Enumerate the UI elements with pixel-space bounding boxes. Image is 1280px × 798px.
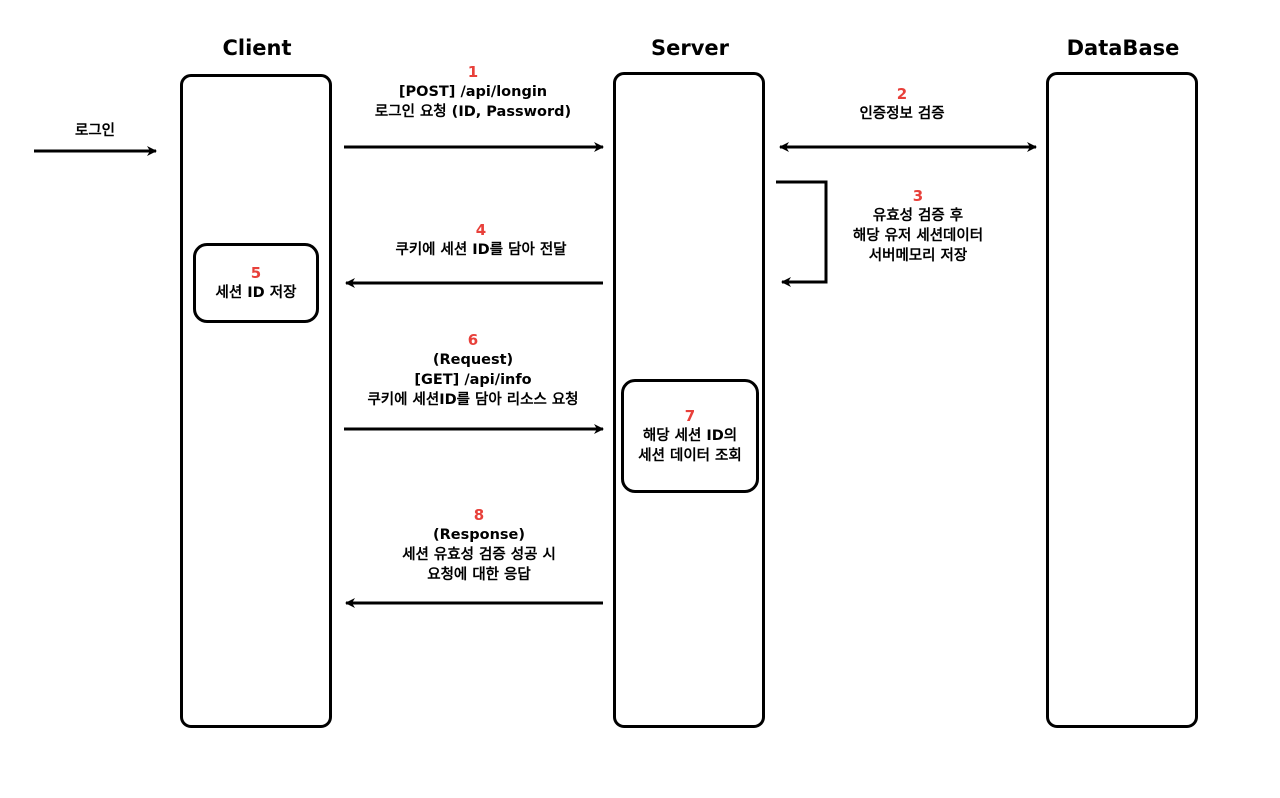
step-8-line-2: 세션 유효성 검증 성공 시 — [402, 547, 556, 563]
step-3-line-2: 해당 유저 세션데이터 — [852, 228, 984, 244]
client-lane — [180, 74, 332, 728]
arrow-step-3 — [776, 180, 828, 287]
step-6-label: 6 (Request) [GET] /api/info 쿠키에 세션ID를 담아… — [313, 330, 633, 410]
step-6-number: 6 — [467, 331, 479, 349]
step-3-label: 3 유효성 검증 후 해당 유저 세션데이터 서버메모리 저장 — [758, 186, 1078, 266]
step-6-line-1: (Request) — [432, 352, 514, 368]
step-8-label: 8 (Response) 세션 유효성 검증 성공 시 요청에 대한 응답 — [319, 505, 639, 585]
step-7-line-1: 해당 세션 ID의 — [642, 428, 738, 444]
step-5-number: 5 — [250, 264, 262, 282]
step-1-line-1: [POST] /api/longin — [398, 84, 548, 100]
step-8-number: 8 — [473, 506, 485, 524]
step-3-line-3: 서버메모리 저장 — [868, 248, 968, 264]
step-4-number: 4 — [475, 221, 487, 239]
step-7-line-2: 세션 데이터 조회 — [638, 448, 742, 464]
step-3-line-1: 유효성 검증 후 — [872, 208, 964, 224]
step-7-note: 7 해당 세션 ID의 세션 데이터 조회 — [621, 379, 759, 493]
step-7-number: 7 — [684, 407, 696, 425]
step-4-label: 4 쿠키에 세션 ID를 담아 전달 — [321, 220, 641, 260]
step-1-line-2: 로그인 요청 (ID, Password) — [374, 104, 572, 120]
step-5-note: 5 세션 ID 저장 — [193, 243, 319, 323]
actor-title-database: DataBase — [1066, 36, 1180, 60]
step-8-line-1: (Response) — [432, 527, 525, 543]
actor-title-client: Client — [222, 36, 292, 60]
step-1-label: 1 [POST] /api/longin 로그인 요청 (ID, Passwor… — [313, 62, 633, 122]
step-2-line-1: 인증정보 검증 — [859, 106, 945, 122]
database-lane — [1046, 72, 1198, 728]
step-2-number: 2 — [896, 85, 908, 103]
step-4-line-1: 쿠키에 세션 ID를 담아 전달 — [395, 242, 567, 258]
login-entry-label: 로그인 — [74, 123, 116, 139]
step-2-label: 2 인증정보 검증 — [742, 84, 1062, 124]
step-8-line-3: 요청에 대한 응답 — [427, 567, 531, 583]
step-1-number: 1 — [467, 63, 479, 81]
step-6-line-3: 쿠키에 세션ID를 담아 리소스 요청 — [367, 392, 579, 408]
actor-title-server: Server — [650, 36, 729, 60]
step-5-line-1: 세션 ID 저장 — [215, 285, 297, 301]
step-3-number: 3 — [912, 187, 924, 205]
step-6-line-2: [GET] /api/info — [414, 372, 532, 388]
